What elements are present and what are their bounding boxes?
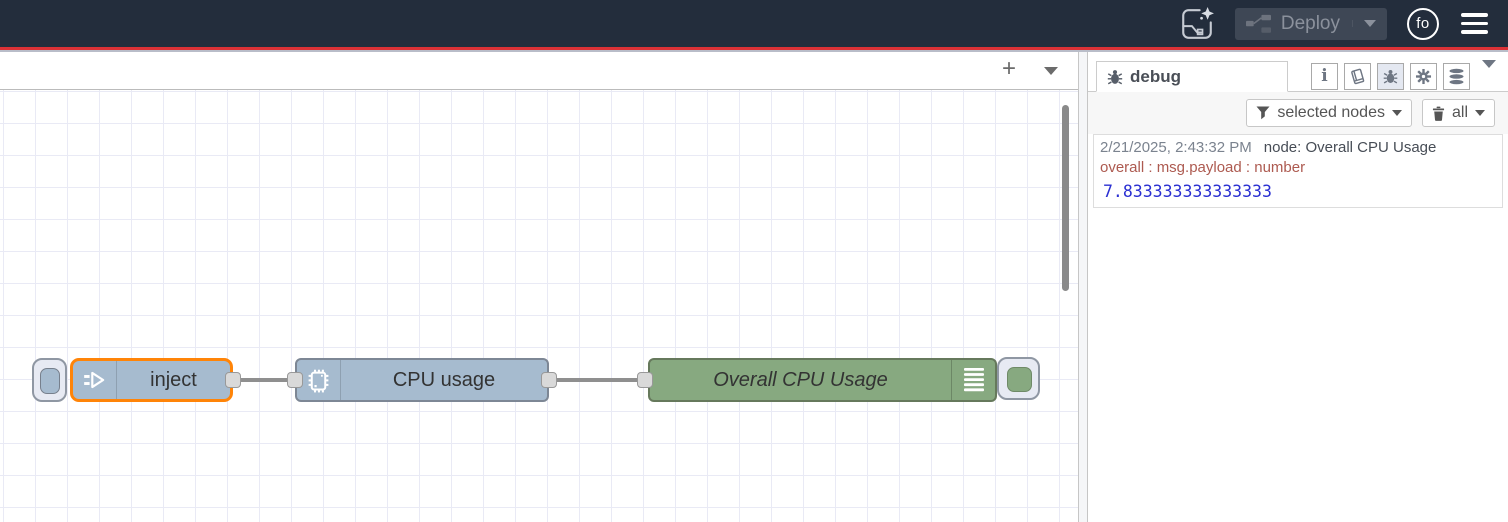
deploy-options-button[interactable] [1352,20,1376,27]
flow-assistant-sparkle-icon[interactable] [1179,6,1215,42]
gear-icon [1415,68,1432,85]
flow-canvas[interactable]: inject CPU usage Overall C [0,90,1078,522]
node-icon-section [73,361,117,399]
debug-message-meta: overall : msg.payload : number [1100,159,1306,176]
chevron-down-icon [1482,59,1496,85]
sidebar-splitter[interactable] [1078,52,1088,522]
debug-message[interactable]: 2/21/2025, 2:43:32 PM node: Overall CPU … [1093,134,1503,208]
debug-message-header: 2/21/2025, 2:43:32 PM node: Overall CPU … [1100,138,1496,158]
debug-source-node: node: Overall CPU Usage [1263,139,1437,156]
node-icon-section [297,360,341,400]
header: Deploy fo [0,0,1508,47]
chevron-down-icon [1044,66,1058,75]
user-avatar[interactable]: fo [1407,7,1439,40]
debug-toggle-inner [1007,367,1032,392]
bug-icon [1383,69,1398,84]
inject-trigger-button[interactable] [32,358,67,402]
deploy-label: Deploy [1280,12,1340,34]
debug-message-value[interactable]: 7.833333333333333 [1103,182,1272,201]
debug-list-icon [963,368,984,392]
port-output-cpu-usage[interactable] [541,372,557,388]
workspace: + inject [0,52,1078,522]
debug-tab-button[interactable] [1377,63,1404,90]
avatar-initials: fo [1416,15,1430,32]
debug-timestamp: 2/21/2025, 2:43:32 PM [1100,139,1252,156]
port-input-overall-cpu-usage[interactable] [637,372,653,388]
node-inject[interactable]: inject [70,358,233,402]
debug-filter-bar: selected nodes all [1088,92,1508,134]
sidebar: debug i [1088,52,1508,522]
deploy-nodes-icon [1245,14,1271,34]
port-input-cpu-usage[interactable] [287,372,303,388]
hamburger-menu-icon [1461,30,1488,34]
chevron-down-icon [1391,110,1402,116]
list-flows-button[interactable] [1040,60,1062,82]
node-overall-cpu-usage[interactable]: Overall CPU Usage [648,358,997,402]
trash-icon [1432,106,1445,121]
filter-nodes-label: selected nodes [1277,104,1385,121]
header-divider-line [0,50,1508,52]
header-accent-line [0,47,1508,50]
funnel-icon [1256,106,1270,120]
node-icon-section [951,360,995,400]
hamburger-menu-icon [1461,13,1488,17]
sidebar-toolbar: i [1311,59,1496,90]
main-menu-button[interactable] [1459,9,1490,38]
config-nodes-tab-button[interactable] [1410,63,1437,90]
debug-toggle-button[interactable] [997,357,1040,400]
sidebar-menu-button[interactable] [1476,59,1496,86]
info-icon: i [1321,66,1328,86]
sidebar-header: debug i [1088,52,1508,92]
deploy-button[interactable]: Deploy [1234,7,1387,40]
add-flow-button[interactable]: + [1001,54,1016,82]
node-label: Overall CPU Usage [713,368,888,391]
chevron-down-icon [1475,110,1485,116]
node-label: CPU usage [392,368,496,391]
hamburger-menu-icon [1461,21,1488,26]
canvas-vertical-scrollbar[interactable] [1062,105,1069,291]
wires-layer [238,378,646,382]
bug-icon [1107,69,1123,84]
database-icon [1448,67,1465,86]
context-data-tab-button[interactable] [1443,63,1470,90]
book-icon [1351,68,1365,85]
inject-arrow-icon [83,371,104,389]
tab-label: debug [1130,66,1181,86]
chevron-down-icon [1364,20,1376,27]
node-cpu-usage[interactable]: CPU usage [295,358,549,402]
help-tab-button[interactable] [1344,63,1371,90]
inject-trigger-inner [40,368,60,394]
info-tab-button[interactable]: i [1311,63,1338,90]
filter-nodes-button[interactable]: selected nodes [1246,99,1412,127]
flow-tabbar: + [0,52,1078,90]
clear-messages-button[interactable]: all [1421,99,1495,127]
port-output-inject[interactable] [225,372,241,388]
clear-messages-label: all [1451,104,1468,121]
cpu-chip-icon [308,369,329,392]
node-label: inject [150,368,197,391]
debug-message-list: 2/21/2025, 2:43:32 PM node: Overall CPU … [1088,134,1508,208]
tab-debug[interactable]: debug [1096,61,1288,92]
